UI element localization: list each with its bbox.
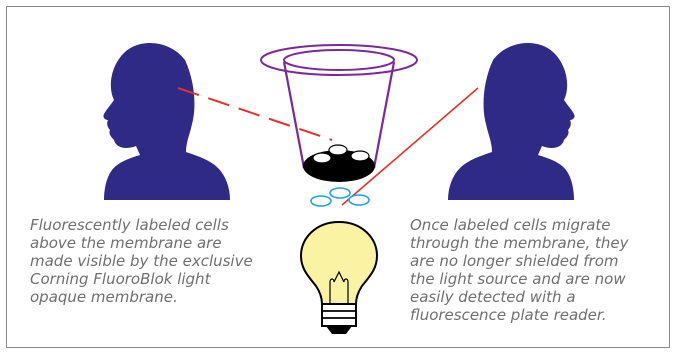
insert-wall-right	[374, 62, 394, 168]
right-caption: Once labeled cells migrate through the m…	[410, 216, 665, 324]
right-caption-line: are no longer shielded from	[410, 252, 665, 270]
left-caption: Fluorescently labeled cells above the me…	[30, 216, 290, 306]
left-caption-line: opaque membrane.	[30, 288, 290, 306]
cell-above-2	[313, 153, 331, 163]
insert-rim-inner	[284, 50, 394, 70]
blocked-sight-line	[178, 88, 332, 140]
left-caption-line: Fluorescently labeled cells	[30, 216, 290, 234]
right-caption-line: fluorescence plate reader.	[410, 306, 665, 324]
right-observer-silhouette-icon	[448, 43, 575, 200]
migrated-cell-1	[330, 188, 350, 198]
left-caption-line: above the membrane are	[30, 234, 290, 252]
lightbulb-icon	[301, 222, 377, 334]
insert-wall-left	[284, 62, 304, 168]
left-caption-line: Corning FluoroBlok light	[30, 270, 290, 288]
cell-above-3	[351, 151, 369, 161]
right-caption-line: the light source and are now	[410, 270, 665, 288]
migrated-cell-2	[311, 196, 331, 206]
right-caption-line: Once labeled cells migrate	[410, 216, 665, 234]
right-caption-line: through the membrane, they	[410, 234, 665, 252]
left-observer-silhouette-icon	[103, 43, 230, 200]
cell-above-1	[329, 145, 347, 155]
migrated-cell-3	[349, 195, 369, 205]
left-caption-line: made visible by the exclusive	[30, 252, 290, 270]
right-caption-line: easily detected with a	[410, 288, 665, 306]
